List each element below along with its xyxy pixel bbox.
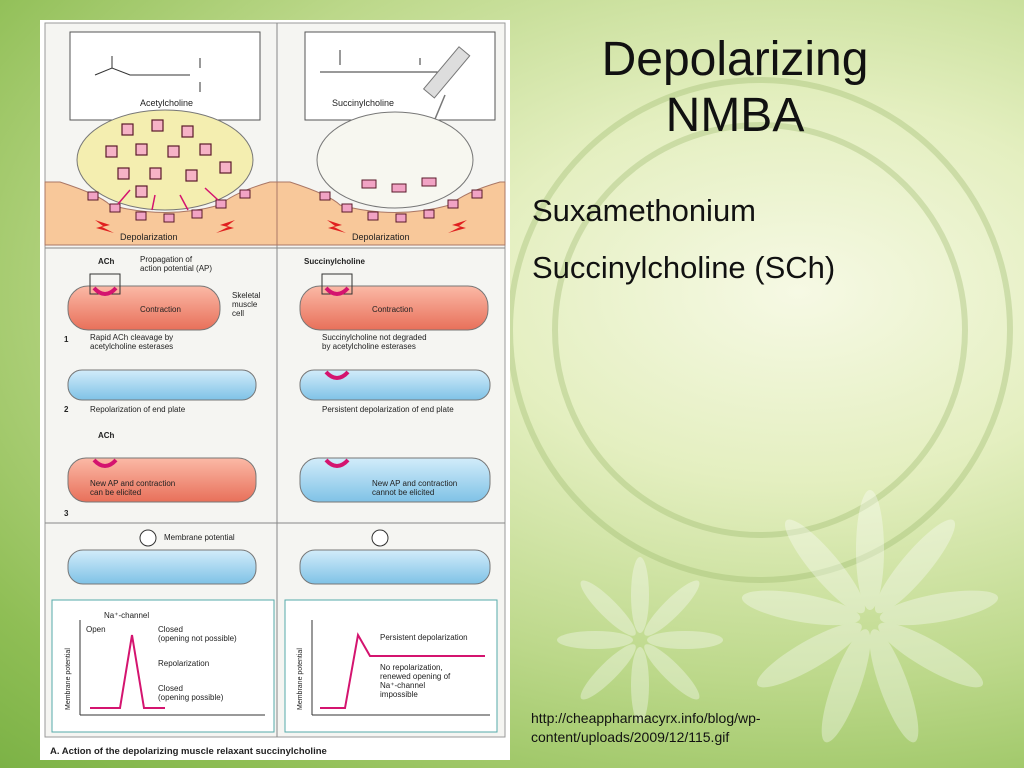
closed-label-1b: (opening not possible): [158, 634, 237, 643]
step3-left-line-2: can be elicited: [90, 488, 141, 497]
step1-right-line-2: by acetylcholine esterases: [322, 342, 416, 351]
ach-label-1: ACh: [98, 257, 115, 266]
step-number-3: 3: [64, 509, 69, 518]
skeletal-line-1: Skeletal: [232, 291, 261, 300]
succinylcholine-molecules: [361, 177, 437, 193]
succinylcholine-structure: [320, 50, 440, 73]
persistent-label: Persistent depolarization: [380, 633, 468, 642]
voltmeter-left-icon: [139, 529, 157, 547]
muscle-cell-left-1: [67, 285, 221, 331]
step2-right: Persistent depolarization of end plate: [322, 405, 454, 414]
step3-left-line-1: New AP and contraction: [90, 479, 175, 488]
endplate-mark-right-3: [324, 458, 350, 468]
step-number-2: 2: [64, 405, 69, 414]
source-line-1: http://cheappharmacyrx.info/blog/wp-: [531, 710, 761, 726]
succinylcholine-structure-box: [304, 31, 496, 121]
ach-label-2: ACh: [98, 431, 115, 440]
muscle-cell-right-1: [299, 285, 489, 331]
acetylcholine-label: Acetylcholine: [140, 98, 193, 108]
source-line-2: content/uploads/2009/12/115.gif: [531, 729, 730, 745]
bullet-suxamethonium: Suxamethonium: [532, 193, 757, 228]
figure-caption: A. Action of the depolarizing muscle rel…: [50, 746, 327, 757]
receptors-right: [319, 189, 483, 223]
endplate-mark-left-1: [92, 286, 118, 296]
vesicle-right: [316, 111, 474, 209]
step3-right-line-1: New AP and contraction: [372, 479, 457, 488]
succinylcholine-label: Succinylcholine: [332, 98, 394, 108]
norep-line-1: No repolarization,: [380, 663, 443, 672]
muscle-cell-left-3: [67, 457, 257, 503]
skeletal-line-2: muscle: [232, 300, 258, 309]
source-url: http://cheappharmacyrx.info/blog/wp- con…: [531, 709, 831, 747]
ach-molecules: [105, 119, 232, 198]
depolarization-label-left: Depolarization: [120, 232, 178, 242]
muscle-cell-left-4: [67, 549, 257, 585]
closed-label-2: Closed: [158, 684, 183, 693]
closed-label-2b: (opening possible): [158, 693, 224, 702]
propagation-line-2: action potential (AP): [140, 264, 212, 273]
step1-left-line-1: Rapid ACh cleavage by: [90, 333, 173, 342]
figure-panel: Acetylcholine Depolariza: [40, 20, 510, 760]
flower-decoration: [557, 490, 999, 743]
persistent-depolarization-trace: [320, 632, 485, 709]
step2-left: Repolarization of end plate: [90, 405, 186, 414]
norep-line-3: Na⁺-channel: [380, 681, 425, 690]
receptors-left: [87, 189, 251, 223]
propagation-line-1: Propagation of: [140, 255, 193, 264]
norep-line-2: renewed opening of: [380, 672, 451, 681]
muscle-cell-right-3: [299, 457, 491, 503]
graph-left-axis-label: Membrane potential: [65, 648, 72, 710]
title-line-1: Depolarizing: [601, 33, 869, 86]
muscle-cell-right-4: [299, 549, 491, 585]
release-arrows-left: [117, 187, 219, 211]
acetylcholine-structure-box: [69, 31, 261, 121]
voltmeter-right-icon: [371, 529, 389, 547]
na-channel-label: Na⁺-channel: [104, 611, 149, 620]
vesicle-left: [76, 109, 254, 211]
step3-right-line-2: cannot be elicited: [372, 488, 434, 497]
lightning-left: [95, 220, 235, 233]
open-label: Open: [86, 625, 106, 634]
contraction-right: Contraction: [372, 305, 413, 314]
endplate-mark-right-2: [324, 370, 350, 380]
step1-left-line-2: acetylcholine esterases: [90, 342, 173, 351]
bullet-succinylcholine: Succinylcholine (SCh): [532, 250, 836, 285]
acetylcholine-structure: [94, 56, 201, 92]
repolarization-label: Repolarization: [158, 659, 209, 668]
action-potential-trace: [90, 634, 165, 709]
figure-svg: Acetylcholine Depolariza: [44, 22, 506, 757]
title-line-2: NMBA: [665, 89, 805, 142]
graph-left: [51, 599, 275, 733]
norep-line-4: impossible: [380, 690, 418, 699]
graph-right-axis-label: Membrane potential: [297, 648, 304, 710]
succ-label: Succinylcholine: [304, 257, 365, 266]
seal-watermark: [507, 77, 1013, 583]
step1-right-line-1: Succinylcholine not degraded: [322, 333, 427, 342]
skeletal-line-3: cell: [232, 309, 244, 318]
muscle-cell-right-2: [299, 369, 491, 401]
slide-title: Depolarizing NMBA: [540, 32, 930, 144]
lightning-right: [327, 220, 467, 233]
muscle-cell-left-2: [67, 369, 257, 401]
endplate-mark-left-3: [92, 458, 118, 468]
contraction-left: Contraction: [140, 305, 181, 314]
endplate-mark-right-1: [324, 286, 350, 296]
step-number-1: 1: [64, 335, 69, 344]
depolarization-label-right: Depolarization: [352, 232, 410, 242]
closed-label-1: Closed: [158, 625, 183, 634]
graph-right: [284, 599, 498, 733]
membrane-potential-label: Membrane potential: [164, 533, 235, 542]
